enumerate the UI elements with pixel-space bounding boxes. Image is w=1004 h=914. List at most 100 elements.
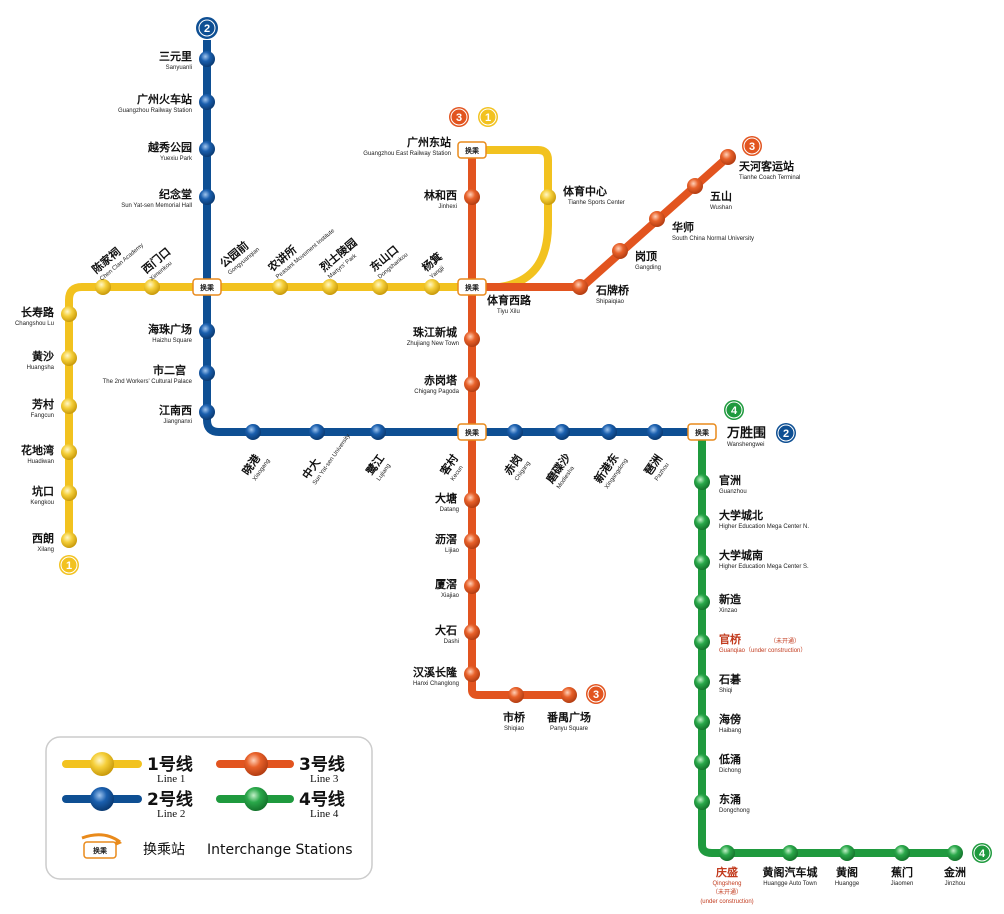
legend-line-2-en: Line 2 <box>157 808 185 820</box>
line-1-path <box>65 283 472 540</box>
station-dot[interactable] <box>464 666 480 682</box>
station-dot[interactable] <box>649 211 665 227</box>
station-dot[interactable] <box>464 624 480 640</box>
station-dot[interactable] <box>694 754 710 770</box>
station-dot[interactable] <box>199 51 215 67</box>
station-name-zh: 黄沙 <box>32 349 54 363</box>
station-dot[interactable] <box>694 634 710 650</box>
interchange-kecun[interactable]: 换乘 <box>457 423 487 441</box>
station-dot[interactable] <box>199 189 215 205</box>
station-dot[interactable] <box>464 331 480 347</box>
station-status-note: （未开通） <box>770 637 800 645</box>
legend-box <box>45 736 373 880</box>
station-dot[interactable] <box>687 178 703 194</box>
station-dot[interactable] <box>61 398 77 414</box>
station-dot[interactable] <box>694 514 710 530</box>
station-name-zh: 岗顶 <box>635 249 657 263</box>
legend-interchange: 换乘 换乘站 Interchange Stations <box>81 833 353 859</box>
station-dot[interactable] <box>199 141 215 157</box>
legend-line-4-zh: 4号线 <box>299 789 345 810</box>
station-name-zh: 石牌桥 <box>595 283 630 297</box>
station-dot[interactable] <box>322 279 338 295</box>
station-dot[interactable] <box>144 279 160 295</box>
line-2-path <box>203 40 700 436</box>
station-dot[interactable] <box>272 279 288 295</box>
interchange-icon-text: 换乘 <box>200 283 215 292</box>
station-dot[interactable] <box>424 279 440 295</box>
station-dot[interactable] <box>894 845 910 861</box>
label-huangge-auto: 黄阁汽车城 Huangge Auto Town <box>763 865 818 887</box>
station-dot[interactable] <box>719 845 735 861</box>
station-dot[interactable] <box>464 376 480 392</box>
label-kengkou: 坑口 Kengkou <box>30 484 54 506</box>
label-jiangnanxi: 江南西 Jiangnanxi <box>159 403 192 425</box>
station-dot[interactable] <box>372 279 388 295</box>
station-name-zh: 海傍 <box>719 712 741 726</box>
station-dot[interactable] <box>199 404 215 420</box>
badge-number: 1 <box>485 112 491 124</box>
station-dot[interactable] <box>782 845 798 861</box>
station-name-en: South China Normal University <box>672 236 754 242</box>
badge-line-2-east: 2 <box>776 423 796 443</box>
station-dot[interactable] <box>508 687 524 703</box>
station-dot[interactable] <box>61 532 77 548</box>
station-dot[interactable] <box>554 424 570 440</box>
label-panyu: 番禺广场 Panyu Square <box>546 710 591 732</box>
label-guanqiao: 官桥 （未开通） Guanqiao（under construction） <box>719 632 806 654</box>
station-dot[interactable] <box>464 189 480 205</box>
station-name-en: Dichong <box>719 768 741 774</box>
station-dot[interactable] <box>947 845 963 861</box>
station-dot[interactable] <box>61 306 77 322</box>
station-dot[interactable] <box>507 424 523 440</box>
station-dot[interactable] <box>694 594 710 610</box>
station-dot[interactable] <box>694 674 710 690</box>
station-dot[interactable] <box>464 492 480 508</box>
station-name-en: Sun Yat-sen University <box>312 433 352 486</box>
station-dot[interactable] <box>61 444 77 460</box>
station-dot[interactable] <box>694 794 710 810</box>
interchange-wanshengwei[interactable]: 换乘 <box>687 423 717 441</box>
badge-number: 3 <box>456 112 462 124</box>
station-dot[interactable] <box>370 424 386 440</box>
badge-line-1-south: 1 <box>59 555 79 575</box>
station-dot[interactable] <box>601 424 617 440</box>
label-huashi: 华师 South China Normal University <box>672 220 754 242</box>
station-name-en: Changshou Lu <box>15 321 54 327</box>
station-dot[interactable] <box>309 424 325 440</box>
station-name-en: Huangge Auto Town <box>763 881 817 887</box>
station-dot[interactable] <box>612 243 628 259</box>
station-dot[interactable] <box>561 687 577 703</box>
label-shiergong: 市二宫 The 2nd Workers' Cultural Palace <box>103 363 193 385</box>
station-dot[interactable] <box>61 350 77 366</box>
badge-line-2-top: 2 <box>196 17 218 39</box>
interchange-guangzhou-east[interactable]: 换乘 <box>457 141 487 159</box>
station-dot[interactable] <box>464 533 480 549</box>
station-name-zh: 体育西路 <box>487 293 532 307</box>
station-name-zh: 官洲 <box>719 473 741 487</box>
station-dot[interactable] <box>540 189 556 205</box>
station-status-en: (under construction) <box>700 899 753 905</box>
interchange-tiyu-xilu[interactable]: 换乘 <box>457 278 487 296</box>
legend-line-2-zh: 2号线 <box>147 789 193 810</box>
station-name-zh: 越秀公园 <box>147 140 192 154</box>
station-dot[interactable] <box>199 365 215 381</box>
station-dot[interactable] <box>839 845 855 861</box>
station-name-zh: 五山 <box>710 189 732 203</box>
station-dot[interactable] <box>694 554 710 570</box>
station-dot[interactable] <box>572 279 588 295</box>
interchange-gongyuanqian[interactable]: 换乘 <box>192 278 222 296</box>
interchange-icon-text: 换乘 <box>93 846 108 855</box>
station-dot[interactable] <box>647 424 663 440</box>
station-dot[interactable] <box>245 424 261 440</box>
station-dot[interactable] <box>199 323 215 339</box>
station-dot[interactable] <box>95 279 111 295</box>
station-dot[interactable] <box>694 714 710 730</box>
station-name-en: Chigang Pagoda <box>414 389 459 395</box>
station-dot[interactable] <box>464 578 480 594</box>
station-dot[interactable] <box>199 94 215 110</box>
station-dot[interactable] <box>61 485 77 501</box>
station-dot[interactable] <box>720 149 736 165</box>
label-ximenkou: 西门口 Ximenkou <box>139 244 174 282</box>
station-dot[interactable] <box>694 474 710 490</box>
